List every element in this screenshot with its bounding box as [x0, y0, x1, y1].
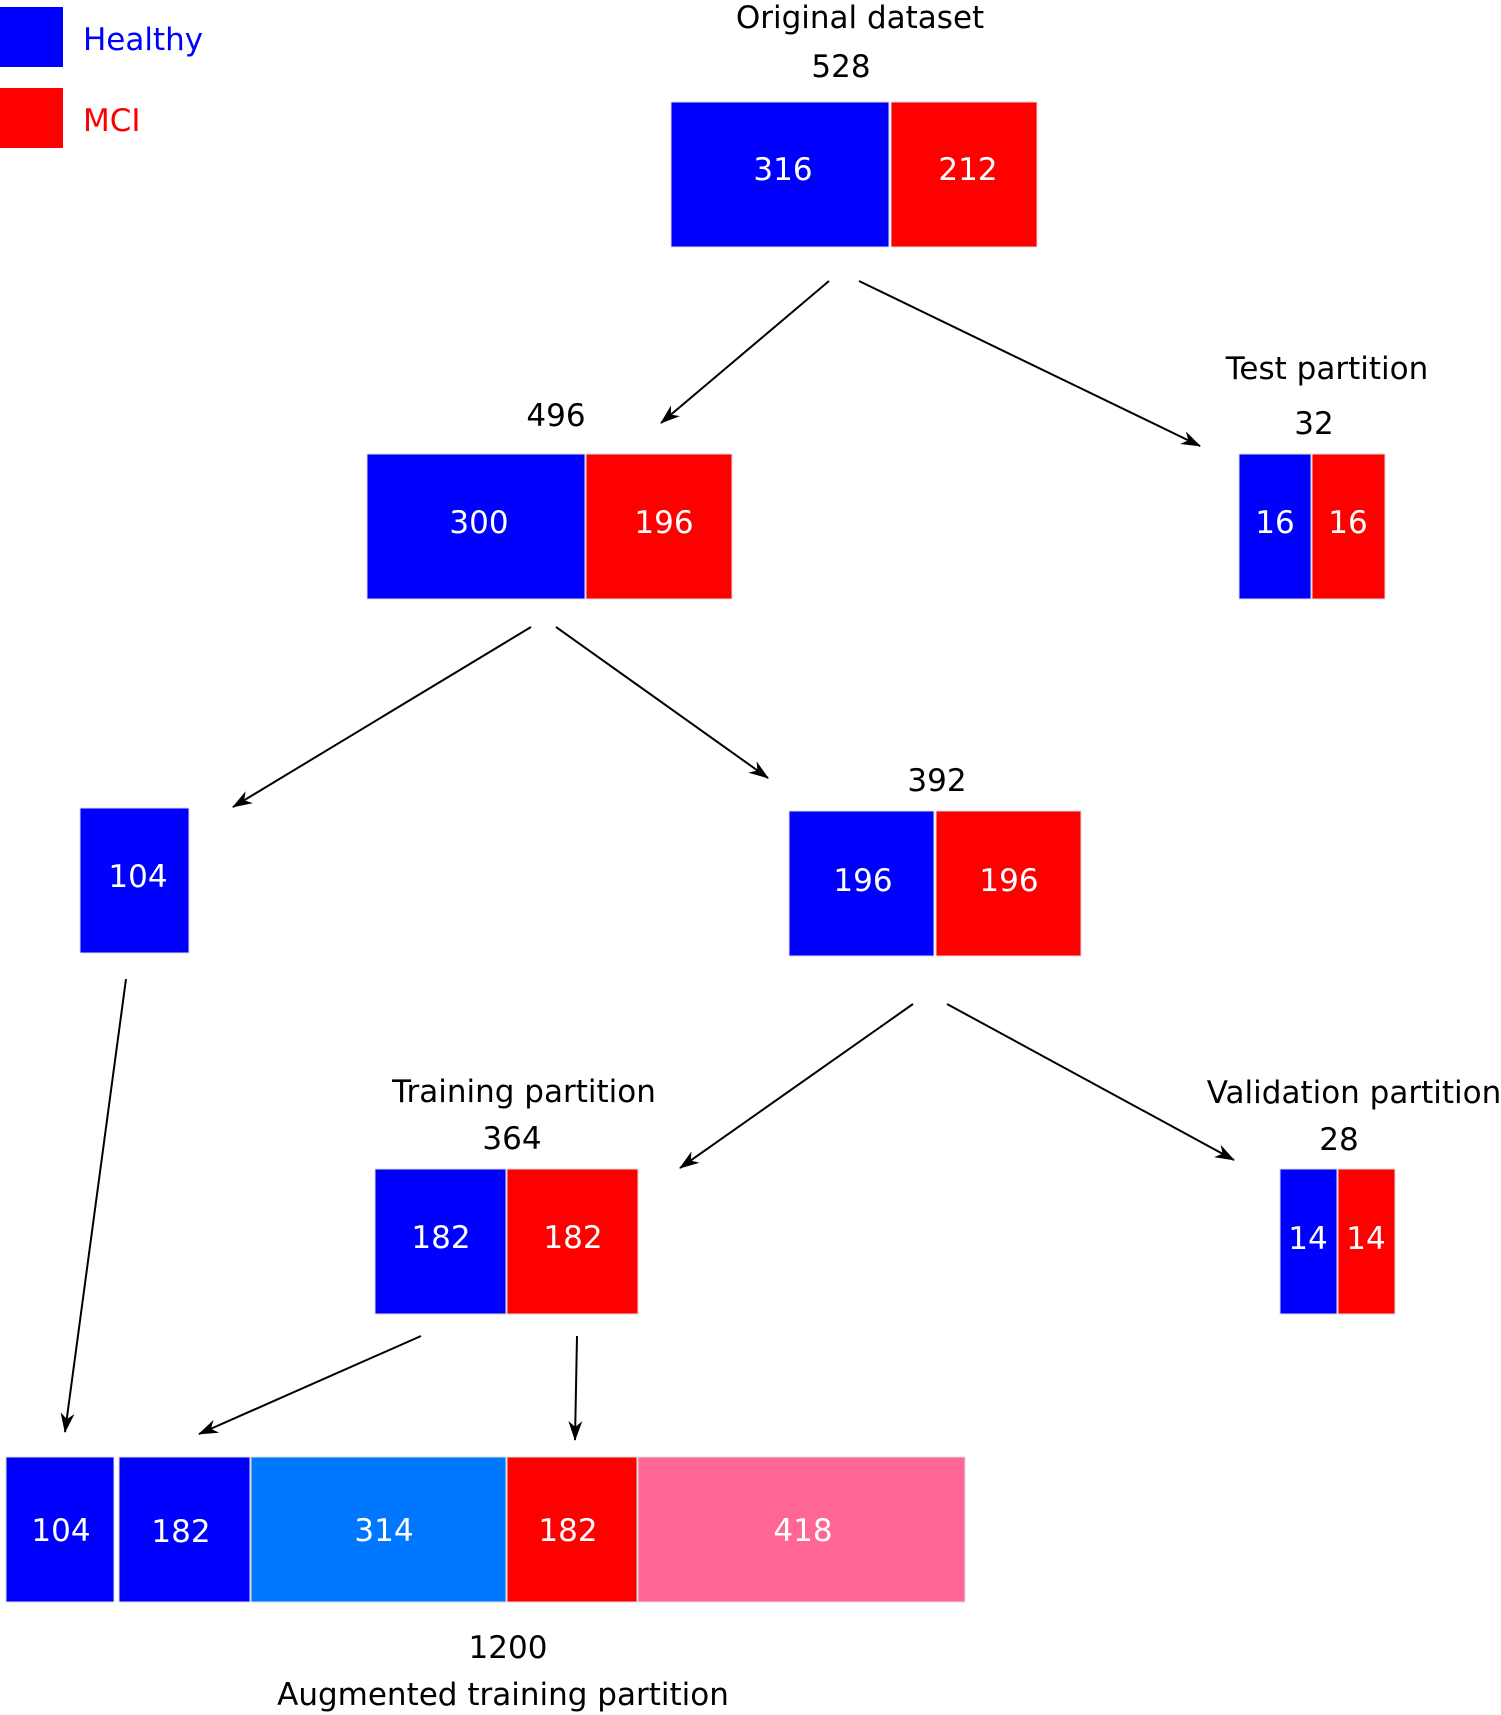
original-total: 528 — [811, 49, 870, 85]
balanced-mci-count: 196 — [979, 863, 1038, 899]
training-total: 364 — [482, 1121, 541, 1157]
node-training-partition: Training partition 364 182 182 — [374, 1074, 656, 1315]
test-healthy-count: 16 — [1255, 505, 1294, 541]
remaining-healthy-count: 300 — [449, 505, 508, 541]
original-healthy-bar — [670, 101, 890, 248]
arrow-balanced-to-validation — [946, 1003, 1235, 1161]
node-original-dataset: Original dataset 528 316 212 — [670, 0, 1038, 248]
legend-healthy-label: Healthy — [83, 22, 203, 58]
excess-healthy-bar — [79, 807, 190, 954]
legend-healthy-swatch — [0, 7, 63, 67]
validation-healthy-count: 14 — [1288, 1221, 1327, 1257]
node-augmented-training-partition: 104 182 314 182 418 1200 Augmented train… — [5, 1456, 966, 1713]
augmented-segment-3 — [250, 1456, 507, 1603]
balanced-healthy-bar — [788, 810, 935, 957]
augmented-segment-4 — [506, 1456, 638, 1603]
validation-healthy-bar — [1279, 1168, 1338, 1315]
validation-total: 28 — [1319, 1122, 1358, 1158]
remaining-mci-bar — [585, 453, 733, 600]
node-remaining: 496 300 196 — [366, 398, 733, 600]
legend-mci-swatch — [0, 88, 63, 148]
augmented-segment-4-count: 182 — [538, 1513, 597, 1549]
original-healthy-count: 316 — [753, 152, 812, 188]
remaining-mci-count: 196 — [634, 505, 693, 541]
excess-healthy-count: 104 — [108, 859, 167, 895]
augmented-segment-1-count: 104 — [31, 1513, 90, 1549]
test-title: Test partition — [1225, 351, 1428, 387]
arrow-excess-to-augmented — [60, 978, 127, 1433]
validation-title: Validation partition — [1207, 1075, 1501, 1111]
validation-mci-count: 14 — [1346, 1221, 1385, 1257]
balanced-mci-bar — [935, 810, 1082, 957]
original-mci-bar — [890, 101, 1038, 248]
legend-mci-label: MCI — [83, 103, 141, 139]
original-mci-count: 212 — [938, 152, 997, 188]
test-mci-bar — [1311, 453, 1386, 600]
test-healthy-bar — [1238, 453, 1312, 600]
original-title: Original dataset — [736, 0, 984, 36]
test-total: 32 — [1294, 406, 1333, 442]
augmented-segment-3-count: 314 — [354, 1513, 413, 1549]
arrow-training-to-augmented-healthy — [198, 1335, 422, 1435]
node-excess-healthy: 104 — [79, 807, 190, 954]
arrow-training-to-augmented-mci — [568, 1335, 583, 1441]
augmented-total: 1200 — [469, 1630, 548, 1666]
arrow-original-to-remaining — [660, 280, 830, 424]
test-mci-count: 16 — [1328, 505, 1367, 541]
node-balanced: 392 196 196 — [788, 763, 1082, 957]
arrow-balanced-to-training — [679, 1003, 914, 1169]
augmented-segment-1 — [5, 1456, 115, 1603]
legend: Healthy MCI — [0, 7, 203, 148]
remaining-healthy-bar — [366, 453, 586, 600]
arrows — [60, 280, 1235, 1441]
balanced-total: 392 — [907, 763, 966, 799]
balanced-healthy-count: 196 — [833, 863, 892, 899]
training-healthy-count: 182 — [411, 1220, 470, 1256]
arrow-remaining-to-excess — [232, 626, 532, 808]
node-validation-partition: Validation partition 28 14 14 — [1207, 1075, 1501, 1315]
augmented-segment-2 — [118, 1456, 251, 1603]
augmented-title: Augmented training partition — [277, 1677, 729, 1713]
remaining-total: 496 — [526, 398, 585, 434]
arrow-original-to-test — [858, 280, 1201, 447]
augmented-segment-5 — [637, 1456, 966, 1603]
augmented-segment-2-count: 182 — [151, 1514, 210, 1550]
validation-mci-bar — [1337, 1168, 1396, 1315]
training-title: Training partition — [391, 1074, 656, 1110]
training-mci-bar — [506, 1168, 639, 1315]
augmented-segment-5-count: 418 — [773, 1513, 832, 1549]
node-test-partition: Test partition 32 16 16 — [1225, 351, 1428, 600]
arrow-remaining-to-balanced — [555, 626, 769, 779]
training-mci-count: 182 — [543, 1220, 602, 1256]
training-healthy-bar — [374, 1168, 507, 1315]
